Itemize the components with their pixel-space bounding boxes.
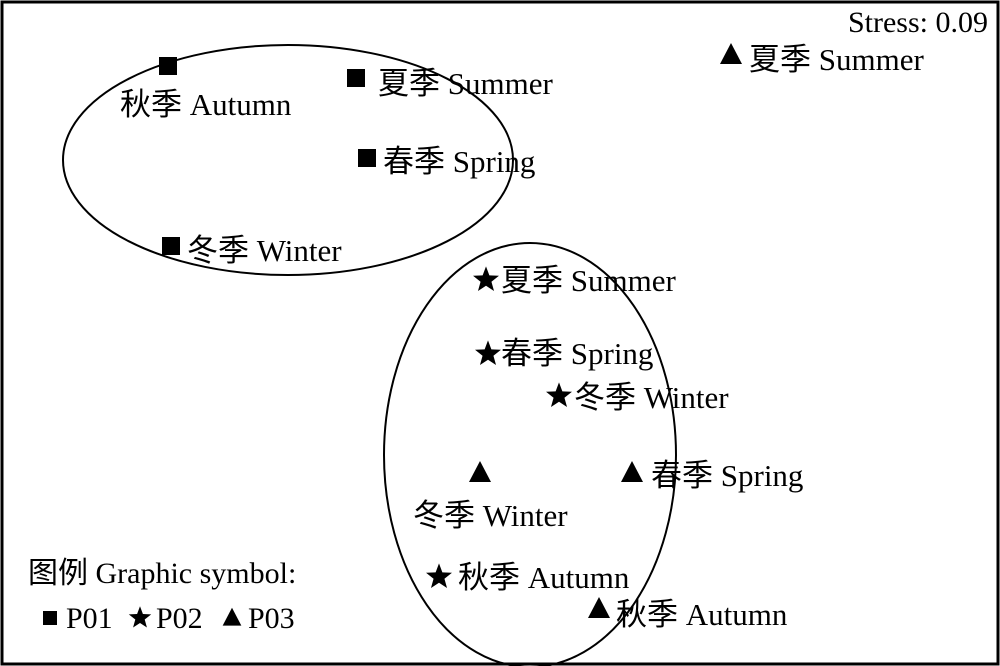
point-label-p01: 春季 Spring (383, 144, 535, 179)
point-p02-star-marker (426, 563, 452, 589)
point-p02-star-marker (473, 266, 499, 292)
point-p01-square-marker (347, 69, 365, 87)
legend-title: 图例 Graphic symbol: (28, 557, 296, 590)
point-p03-triangle-marker (588, 597, 610, 618)
point-p03-triangle-marker (621, 461, 643, 482)
legend-square-marker (43, 611, 57, 625)
point-p02-star-marker (546, 382, 572, 408)
point-label-p02: 冬季 Winter (574, 380, 729, 415)
legend-label-p01: P01 (66, 602, 113, 635)
point-label-p03: 秋季 Autumn (616, 597, 788, 632)
point-label-p03: 春季 Spring (651, 458, 803, 493)
stress-label: Stress: 0.09 (848, 6, 988, 39)
point-label-p02: 春季 Spring (501, 336, 653, 371)
point-label-p01: 冬季 Winter (187, 233, 342, 268)
point-label-p02: 秋季 Autumn (458, 560, 630, 595)
group-ellipse-p02 (383, 242, 677, 666)
legend-triangle-marker (222, 607, 242, 626)
point-p02-star-marker (475, 340, 501, 366)
point-label-p03: 夏季 Summer (749, 42, 924, 77)
point-p01-square-marker (162, 237, 180, 255)
point-label-p02: 夏季 Summer (501, 263, 676, 298)
marks-layer: 秋季 Autumn 夏季 Summer 春季 Spring 冬季 Winter 夏季 S… (120, 42, 924, 632)
legend-label-p03: P03 (248, 602, 295, 635)
point-p01-square-marker (159, 57, 177, 75)
group-ellipse-p01 (62, 44, 514, 276)
point-p01-square-marker (358, 149, 376, 167)
point-p03-triangle-marker (469, 461, 491, 482)
legend-label-p02: P02 (156, 602, 203, 635)
point-label-p01: 秋季 Autumn (120, 87, 292, 122)
point-p03-triangle-marker (720, 43, 742, 64)
legend: 图例 Graphic symbol: P01 P02 P03 (28, 557, 296, 635)
legend-star-marker (128, 606, 152, 628)
point-label-p01: 夏季 Summer (378, 66, 553, 101)
legend-items: P01 P02 P03 (43, 602, 295, 635)
point-label-p03: 冬季 Winter (413, 498, 568, 533)
